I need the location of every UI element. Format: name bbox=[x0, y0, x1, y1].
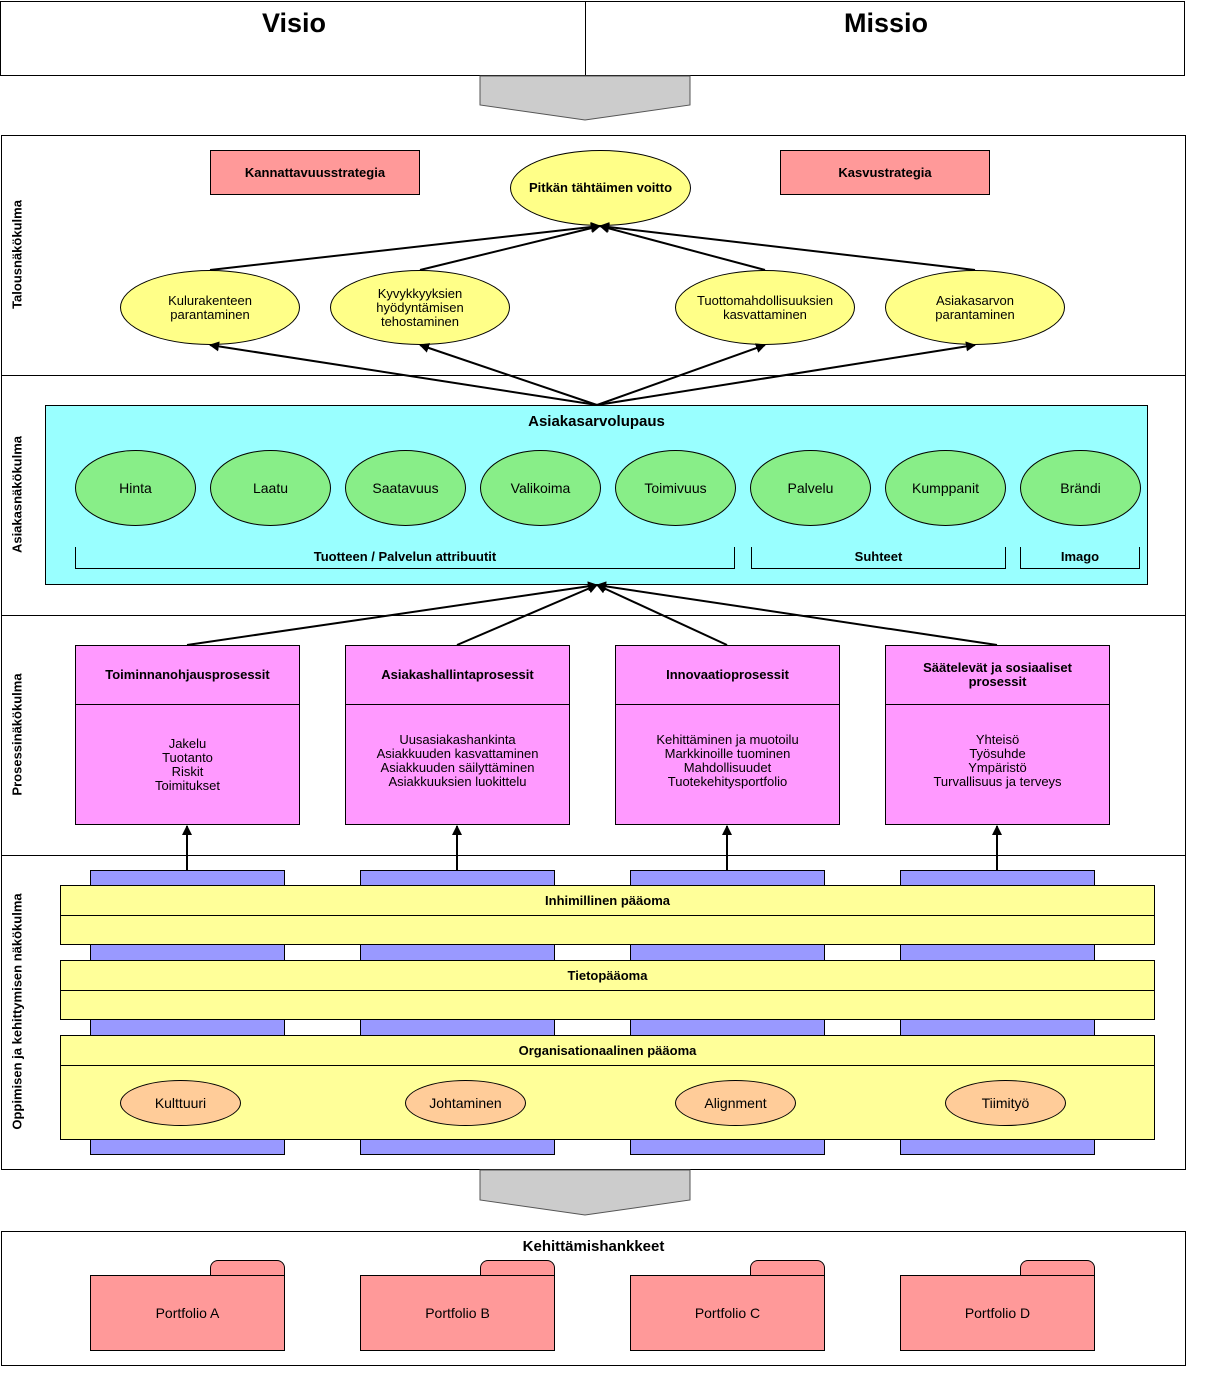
process-title: Innovaatioprosessit bbox=[615, 645, 840, 705]
projects-title: Kehittämishankkeet bbox=[522, 1238, 665, 1255]
finance-objective: Kulurakenteen parantaminen bbox=[120, 270, 300, 345]
attribute-group-label: Tuotteen / Palvelun attribuutit bbox=[313, 549, 497, 564]
attribute-ellipse: Brändi bbox=[1020, 450, 1141, 526]
attribute-group-bracket bbox=[1020, 547, 1140, 569]
portfolio-folder-tab bbox=[1020, 1260, 1095, 1276]
portfolio-folder: Portfolio C bbox=[630, 1275, 825, 1351]
attribute-group-label: Suhteet bbox=[854, 549, 903, 564]
information-capital-body bbox=[60, 990, 1155, 1020]
mission-box: Missio bbox=[585, 1, 1185, 76]
attribute-group-label: Imago bbox=[1060, 549, 1100, 564]
finance-perspective-label: Talousnäkökulma bbox=[9, 200, 25, 309]
attribute-ellipse: Saatavuus bbox=[345, 450, 466, 526]
customer-perspective-label: Asiakasnäkökulma bbox=[9, 435, 25, 554]
attribute-ellipse: Hinta bbox=[75, 450, 196, 526]
portfolio-folder-tab bbox=[480, 1260, 555, 1276]
human-capital-body bbox=[60, 915, 1155, 945]
process-title: Asiakashallintaprosessit bbox=[345, 645, 570, 705]
vision-box: Visio bbox=[0, 1, 586, 76]
profitability-strategy-box: Kannattavuusstrategia bbox=[210, 150, 420, 195]
process-title: Säätelevät ja sosiaaliset prosessit bbox=[885, 645, 1110, 705]
process-body: Yhteisö Työsuhde Ympäristö Turvallisuus … bbox=[885, 704, 1110, 825]
flow-arrow-down bbox=[479, 1169, 691, 1216]
process-body: Uusasiakashankinta Asiakkuuden kasvattam… bbox=[345, 704, 570, 825]
organizational-capital-bar: Organisationaalinen pääoma bbox=[60, 1035, 1155, 1066]
attribute-group-bracket bbox=[751, 547, 1006, 569]
finance-objective: Asiakasarvon parantaminen bbox=[885, 270, 1065, 345]
portfolio-folder-tab bbox=[210, 1260, 285, 1276]
learning-perspective-label: Oppimisen ja kehittymisen näkökulma bbox=[9, 893, 25, 1130]
process-title: Toiminnanohjausprosessit bbox=[75, 645, 300, 705]
long-term-profit-goal: Pitkän tähtäimen voitto bbox=[510, 150, 691, 226]
human-capital-bar: Inhimillinen pääoma bbox=[60, 885, 1155, 916]
portfolio-folder: Portfolio B bbox=[360, 1275, 555, 1351]
attribute-ellipse: Valikoima bbox=[480, 450, 601, 526]
attribute-ellipse: Kumppanit bbox=[885, 450, 1006, 526]
culture-ellipse: Alignment bbox=[675, 1080, 796, 1126]
attribute-ellipse: Toimivuus bbox=[615, 450, 736, 526]
culture-ellipse: Tiimityö bbox=[945, 1080, 1066, 1126]
portfolio-folder: Portfolio D bbox=[900, 1275, 1095, 1351]
vision-title: Visio bbox=[261, 8, 327, 38]
process-body: Kehittäminen ja muotoilu Markkinoille tu… bbox=[615, 704, 840, 825]
information-capital-bar: Tietopääoma bbox=[60, 960, 1155, 991]
customer-value-proposition-title: Asiakasarvolupaus bbox=[528, 413, 665, 430]
process-body: Jakelu Tuotanto Riskit Toimitukset bbox=[75, 704, 300, 825]
finance-objective: Tuottomahdollisuuksien kasvattaminen bbox=[675, 270, 855, 345]
mission-title: Missio bbox=[843, 8, 929, 38]
attribute-group-bracket bbox=[75, 547, 735, 569]
flow-arrow-down bbox=[479, 75, 691, 121]
culture-ellipse: Kulttuuri bbox=[120, 1080, 241, 1126]
portfolio-folder-tab bbox=[750, 1260, 825, 1276]
attribute-ellipse: Palvelu bbox=[750, 450, 871, 526]
attribute-ellipse: Laatu bbox=[210, 450, 331, 526]
projects-section bbox=[1, 1231, 1186, 1366]
portfolio-folder: Portfolio A bbox=[90, 1275, 285, 1351]
culture-ellipse: Johtaminen bbox=[405, 1080, 526, 1126]
finance-objective: Kyvykkyyksien hyödyntämisen tehostaminen bbox=[330, 270, 510, 345]
growth-strategy-box: Kasvustrategia bbox=[780, 150, 990, 195]
process-perspective-label: Prosessinäkökulma bbox=[9, 673, 25, 796]
